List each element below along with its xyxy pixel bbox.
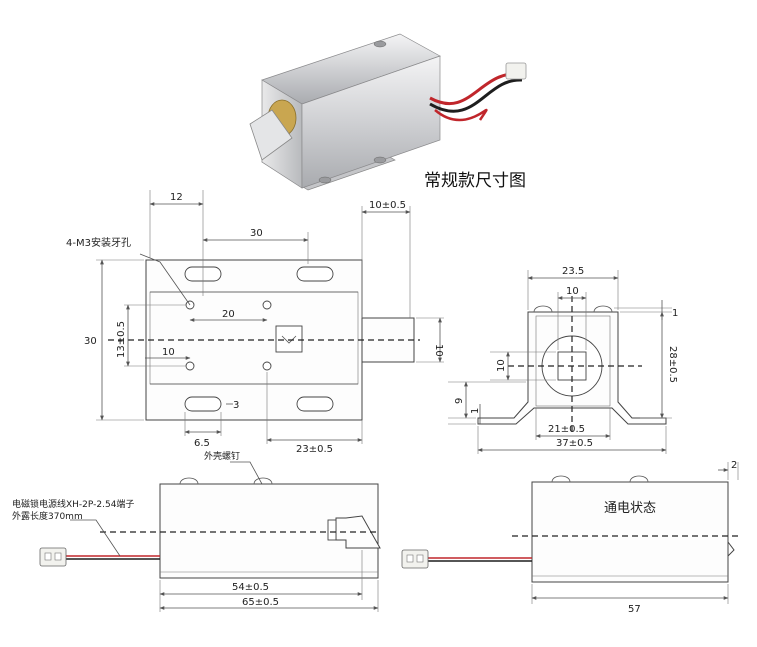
mounting-slot — [184, 396, 222, 412]
latch-window — [275, 325, 303, 353]
dim-label: 28±0.5 — [667, 346, 678, 383]
lock-body-energized — [531, 481, 729, 583]
xh-connector — [39, 547, 67, 567]
dim-label: 12 — [170, 192, 183, 203]
mounting-slot — [296, 396, 334, 412]
shell-screw — [179, 477, 199, 485]
dim-label: 10 — [433, 344, 444, 357]
dim-label: 3 — [233, 400, 239, 411]
m3-hole — [262, 361, 272, 371]
drawing-title: 常规款尺寸图 — [424, 171, 526, 191]
dim-label: 10 — [566, 286, 579, 297]
dim-label: 9 — [454, 398, 465, 404]
xh-connector — [401, 549, 429, 569]
bottom-left-view: 外壳螺钉 电磁锁电源线XH-2P-2.54端子 外露长度370mm 54±0.5… — [12, 450, 381, 612]
dim-label: 10±0.5 — [369, 200, 406, 211]
shell-screw-label: 外壳螺钉 — [204, 450, 240, 462]
product-photo — [249, 33, 527, 191]
dim-label: 30 — [250, 228, 263, 239]
dim-label: 4-M3安装牙孔 — [66, 236, 131, 249]
bottom-right-view: 通电状态 2 57 — [401, 460, 739, 615]
dim-label: 10 — [162, 347, 175, 358]
dim-label: 21±0.5 — [548, 424, 585, 435]
dim-label: 6.5 — [194, 438, 210, 449]
dim-label: 2 — [731, 460, 737, 471]
wire-note: 电磁锁电源线XH-2P-2.54端子 — [12, 498, 134, 510]
dim-label: 20 — [222, 309, 235, 320]
dim-label: 13±0.5 — [116, 321, 127, 358]
dim-label: 37±0.5 — [556, 438, 593, 449]
front-view: 12 30 10±0.5 4-M3安装牙孔 20 30 13±0.5 10 10… — [66, 190, 444, 455]
m3-hole — [185, 361, 195, 371]
latch-bolt — [335, 515, 381, 549]
wire-length-note: 外露长度370mm — [12, 510, 83, 522]
energized-state-label: 通电状态 — [604, 501, 656, 516]
m3-hole — [262, 300, 272, 310]
dim-label: 1 — [672, 308, 678, 319]
dim-label: 54±0.5 — [232, 582, 269, 593]
dim-label: 23.5 — [562, 266, 584, 277]
side-view: 23.5 10 1 28±0.5 10 9 1 21±0.5 37±0.5 — [448, 266, 678, 454]
mounting-slot — [296, 266, 334, 282]
dim-label: 57 — [628, 604, 641, 615]
dim-label: 65±0.5 — [242, 597, 279, 608]
dim-label: 30 — [84, 336, 97, 347]
dim-label: 10 — [496, 359, 507, 372]
dim-label: 1 — [470, 408, 481, 414]
shell-screw — [253, 477, 273, 485]
dim-label: 23±0.5 — [296, 444, 333, 455]
